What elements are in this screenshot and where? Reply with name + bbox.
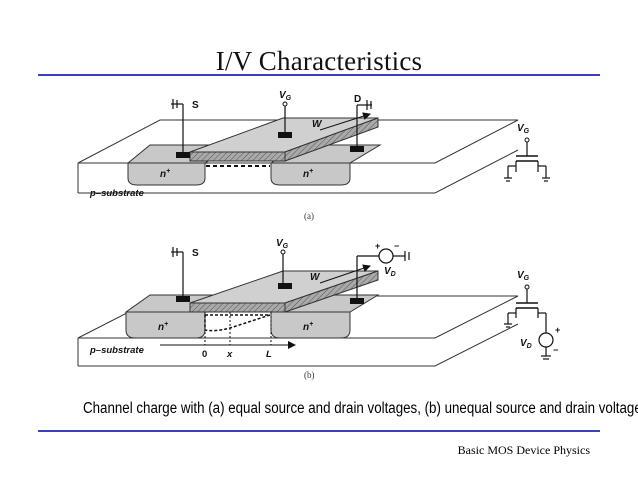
voltage-source-icon (538, 332, 554, 348)
n-plus-source-region (127, 162, 206, 186)
symbol-vd-label: VD (520, 338, 532, 350)
gate-oxide-front (189, 151, 286, 162)
gate-oxide-side (284, 270, 379, 313)
n-plus-drain-region (270, 311, 351, 339)
source-contact (176, 296, 190, 302)
gate-contact (278, 283, 292, 289)
title-underline (38, 74, 600, 76)
substrate-label: p–substrate (89, 345, 145, 356)
axis-L: L (266, 349, 272, 360)
slide-footer: Basic MOS Device Physics (457, 443, 590, 457)
source-label: S (192, 100, 199, 111)
drain-contact (350, 146, 364, 152)
figure-a: S VG D W n+ n+ p–substrate (a) VG (77, 90, 550, 221)
vd-plus: + (375, 241, 380, 251)
gate-contact (278, 132, 292, 138)
n-plus-right-label: n+ (303, 321, 313, 333)
drain-contact (350, 298, 364, 304)
symbol-gate-label: VG (517, 123, 530, 135)
gate-oxide-front (189, 302, 286, 313)
symbol-vd-plus: + (555, 325, 560, 335)
footer-rule (38, 430, 600, 432)
substrate-edge (78, 323, 519, 367)
n-plus-source-region (125, 311, 206, 339)
drain-label: D (354, 94, 361, 105)
subfig-a-label: (a) (304, 211, 314, 221)
slide-title: I/V Characteristics (215, 46, 423, 76)
subfig-b-label: (b) (304, 370, 315, 380)
symbol-gate-label: VG (517, 270, 530, 282)
gate-oxide-side (284, 117, 379, 162)
width-label: W (310, 272, 321, 283)
vd-minus: − (394, 241, 399, 251)
substrate-label: p–substrate (89, 188, 145, 199)
gate-label: VG (279, 90, 292, 102)
n-plus-drain-region (270, 162, 351, 186)
axis-zero: 0 (202, 349, 207, 360)
nmos-symbol-a: VG (504, 123, 550, 182)
source-label: S (192, 248, 199, 259)
substrate-edge (78, 149, 519, 194)
vd-label: VD (384, 266, 396, 278)
source-contact (176, 152, 190, 158)
voltage-source-icon (378, 248, 394, 264)
figure-caption: Channel charge with (a) equal source and… (83, 400, 638, 417)
n-plus-left-label: n+ (158, 321, 168, 333)
axis-x: x (226, 349, 233, 360)
symbol-vd-minus: − (553, 345, 558, 355)
gate-label: VG (276, 238, 289, 250)
nmos-symbol-b: VG + − VD (504, 270, 560, 360)
n-plus-left-label: n+ (160, 168, 170, 180)
figure-b: S VG + − VD W n+ n+ 0 (77, 238, 560, 380)
n-plus-right-label: n+ (303, 168, 313, 180)
width-label: W (312, 119, 323, 130)
